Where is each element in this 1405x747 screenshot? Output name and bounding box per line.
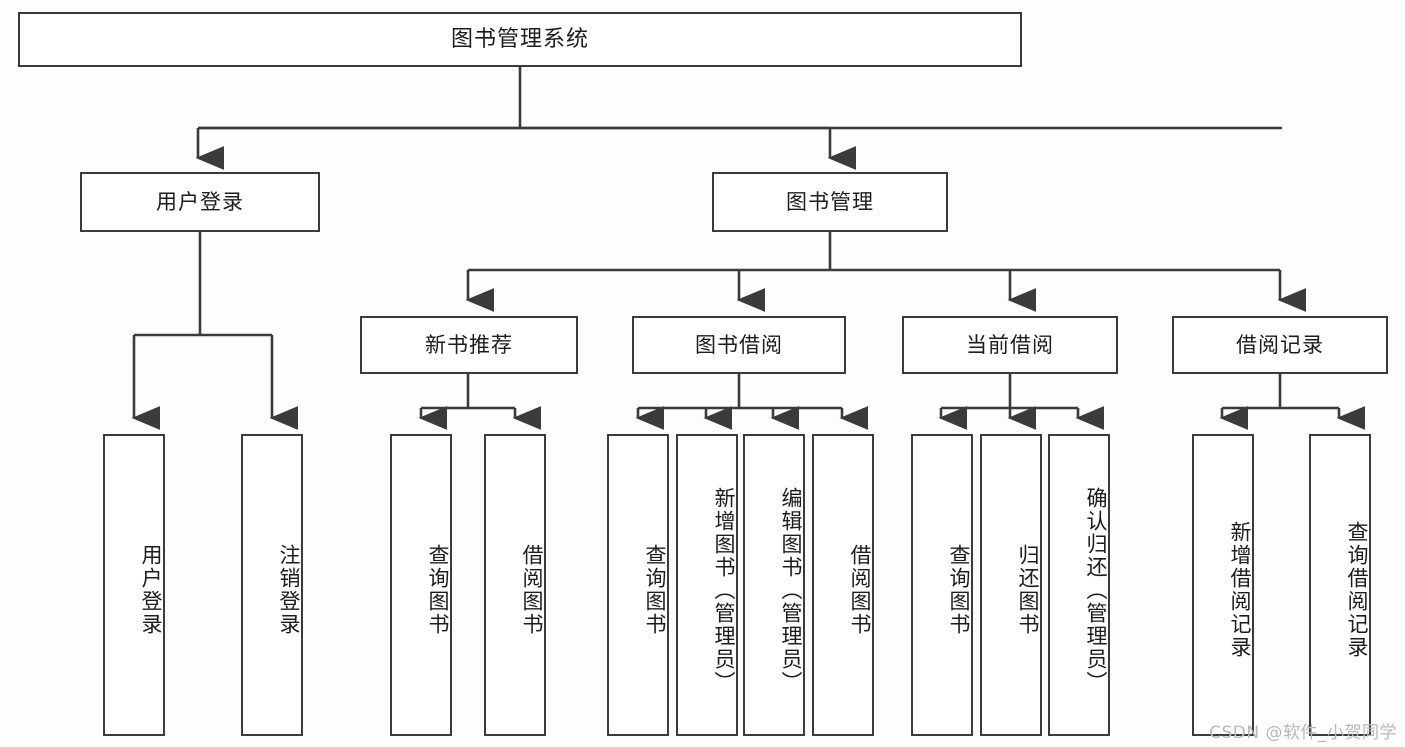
leaf-current-borrow-return-label: 归还图书: [1016, 544, 1040, 636]
leaf-current-borrow-query-label: 查询图书: [947, 544, 971, 636]
leaf-user-login-logout[interactable]: 注销登录: [241, 434, 303, 736]
node-new-book-recommend-label: 新书推荐: [425, 332, 513, 357]
node-user-login[interactable]: 用户登录: [80, 172, 320, 232]
leaf-book-borrow-borrow-label: 借阅图书: [848, 544, 872, 636]
leaf-current-borrow-confirm-return[interactable]: 确认归还（管理员）: [1048, 434, 1110, 736]
node-root-system-label: 图书管理系统: [450, 26, 589, 52]
leaf-borrow-record-query-label: 查询借阅记录: [1345, 521, 1369, 659]
leaf-current-borrow-query[interactable]: 查询图书: [911, 434, 973, 736]
leaf-new-book-query[interactable]: 查询图书: [390, 434, 452, 736]
leaf-borrow-record-add[interactable]: 新增借阅记录: [1192, 434, 1254, 736]
leaf-book-borrow-edit-label: 编辑图书（管理员）: [779, 486, 803, 694]
leaf-book-borrow-add-label: 新增图书（管理员）: [712, 486, 736, 694]
leaf-book-borrow-query[interactable]: 查询图书: [607, 434, 669, 736]
node-book-management-label: 图书管理: [786, 189, 874, 214]
node-book-management[interactable]: 图书管理: [712, 172, 948, 232]
node-current-borrow[interactable]: 当前借阅: [902, 316, 1118, 374]
node-new-book-recommend[interactable]: 新书推荐: [360, 316, 578, 374]
leaf-current-borrow-confirm-return-label: 确认归还（管理员）: [1084, 486, 1108, 694]
leaf-new-book-borrow[interactable]: 借阅图书: [484, 434, 546, 736]
leaf-user-login-login[interactable]: 用户登录: [103, 434, 165, 736]
leaf-current-borrow-return[interactable]: 归还图书: [980, 434, 1042, 736]
node-borrow-record[interactable]: 借阅记录: [1172, 316, 1388, 374]
leaf-new-book-query-label: 查询图书: [426, 544, 450, 636]
node-book-borrow-label: 图书借阅: [695, 332, 783, 357]
node-borrow-record-label: 借阅记录: [1236, 332, 1324, 357]
node-book-borrow[interactable]: 图书借阅: [632, 316, 846, 374]
leaf-book-borrow-borrow[interactable]: 借阅图书: [812, 434, 874, 736]
leaf-book-borrow-query-label: 查询图书: [643, 544, 667, 636]
leaf-borrow-record-add-label: 新增借阅记录: [1228, 521, 1252, 659]
node-root-system[interactable]: 图书管理系统: [18, 12, 1022, 67]
leaf-user-login-login-label: 用户登录: [139, 544, 163, 636]
leaf-user-login-logout-label: 注销登录: [277, 544, 301, 636]
node-user-login-label: 用户登录: [156, 189, 244, 214]
leaf-book-borrow-add[interactable]: 新增图书（管理员）: [676, 434, 738, 736]
node-current-borrow-label: 当前借阅: [966, 332, 1054, 357]
leaf-book-borrow-edit[interactable]: 编辑图书（管理员）: [743, 434, 805, 736]
leaf-borrow-record-query[interactable]: 查询借阅记录: [1309, 434, 1371, 736]
leaf-new-book-borrow-label: 借阅图书: [520, 544, 544, 636]
